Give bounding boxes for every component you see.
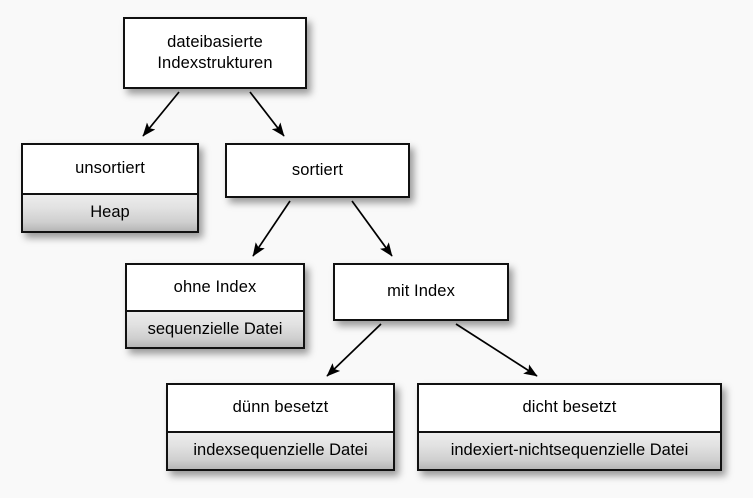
edge-mit-index-to-duenn-besetzt (326, 323, 382, 377)
node-ohne-index[interactable]: ohne Index sequenzielle Datei (125, 263, 305, 349)
node-title: sortiert (227, 145, 408, 196)
node-title-line1: dateibasierte (167, 32, 263, 51)
node-title: dünn besetzt (168, 385, 393, 431)
edge-sortiert-to-ohne-index (252, 200, 291, 257)
node-duenn-besetzt[interactable]: dünn besetzt indexsequenzielle Datei (166, 383, 395, 471)
node-dicht-besetzt[interactable]: dicht besetzt indexiert-nichtsequenziell… (417, 383, 722, 471)
node-title: ohne Index (127, 265, 303, 310)
node-unsortiert[interactable]: unsortiert Heap (21, 143, 199, 233)
node-sortiert[interactable]: sortiert (225, 143, 410, 198)
node-title-line2: Indexstrukturen (157, 54, 273, 72)
node-subtitle: sequenzielle Datei (127, 310, 303, 347)
node-title: dicht besetzt (419, 385, 720, 431)
node-subtitle: indexsequenzielle Datei (168, 431, 393, 469)
node-title: dateibasierte Indexstrukturen (125, 19, 305, 87)
edge-mit-index-to-dicht-besetzt (455, 323, 538, 377)
node-mit-index[interactable]: mit Index (333, 263, 509, 321)
edge-sortiert-to-mit-index (351, 200, 393, 257)
edge-root-to-sortiert (249, 91, 285, 137)
node-title: mit Index (335, 265, 507, 319)
node-subtitle: Heap (23, 193, 197, 231)
node-title: unsortiert (23, 145, 197, 193)
edge-root-to-unsortiert (142, 91, 180, 137)
node-subtitle: indexiert-nichtsequenzielle Datei (419, 431, 720, 469)
node-dateibasierte-indexstrukturen[interactable]: dateibasierte Indexstrukturen (123, 17, 307, 89)
